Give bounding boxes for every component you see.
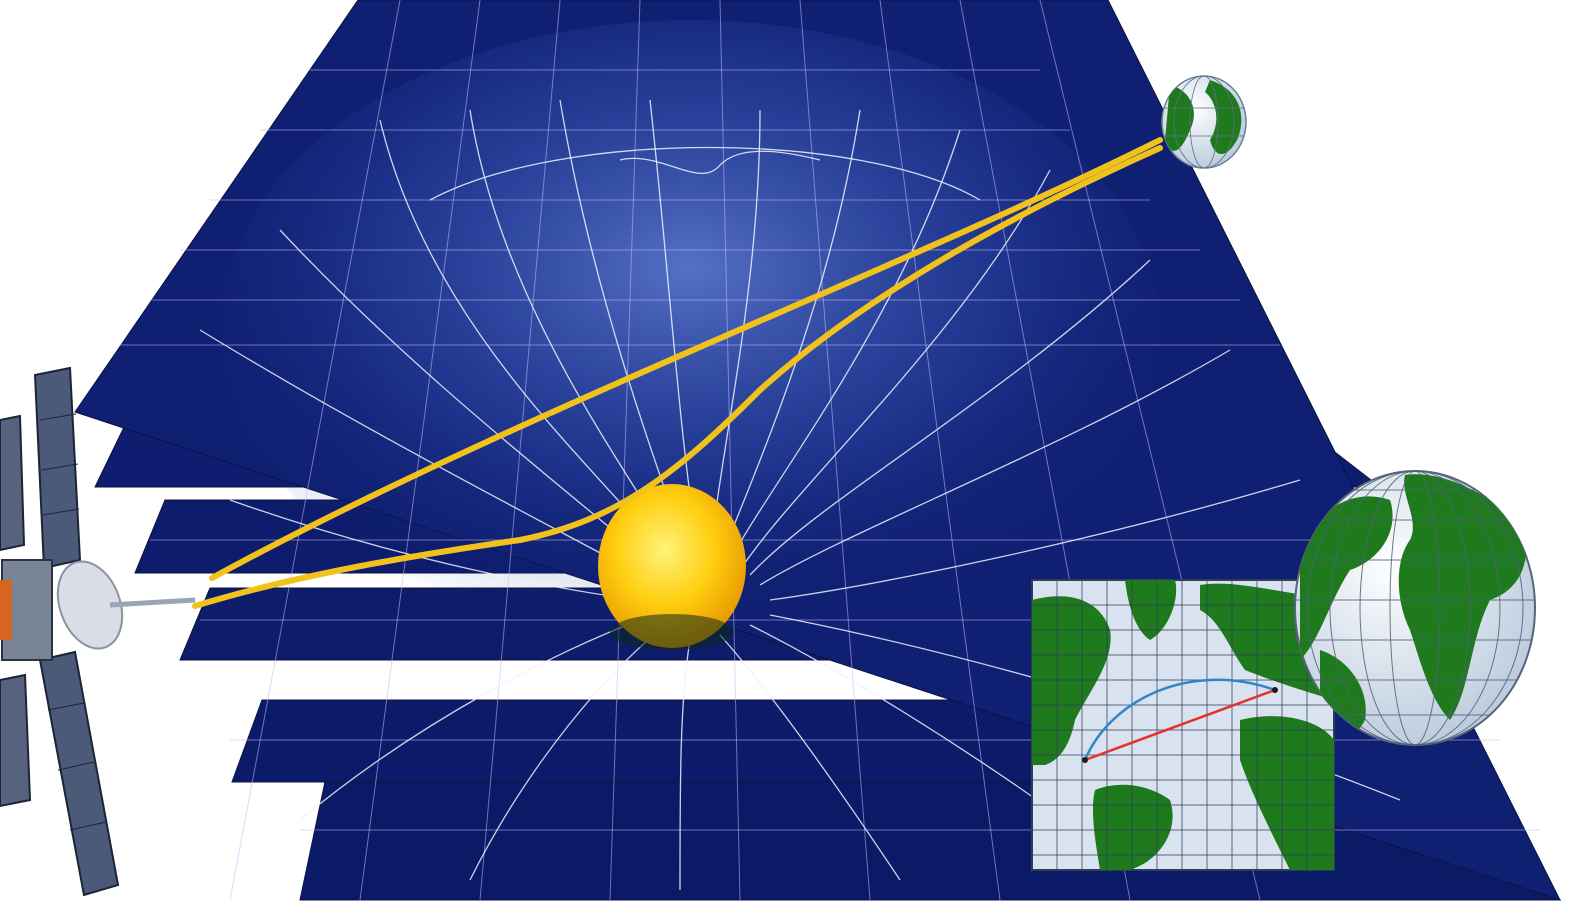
great-circle-route xyxy=(1083,678,1276,761)
sun-icon xyxy=(598,484,746,650)
earth-globe-icon xyxy=(1161,75,1247,169)
world-map-icon xyxy=(1031,579,1335,871)
space-haze xyxy=(220,20,1160,640)
bent-signal-path xyxy=(192,145,1163,609)
satellite-icon xyxy=(0,366,196,897)
direct-signal-path xyxy=(209,137,1163,581)
signal-paths xyxy=(192,137,1163,609)
straight-route xyxy=(1084,688,1276,762)
